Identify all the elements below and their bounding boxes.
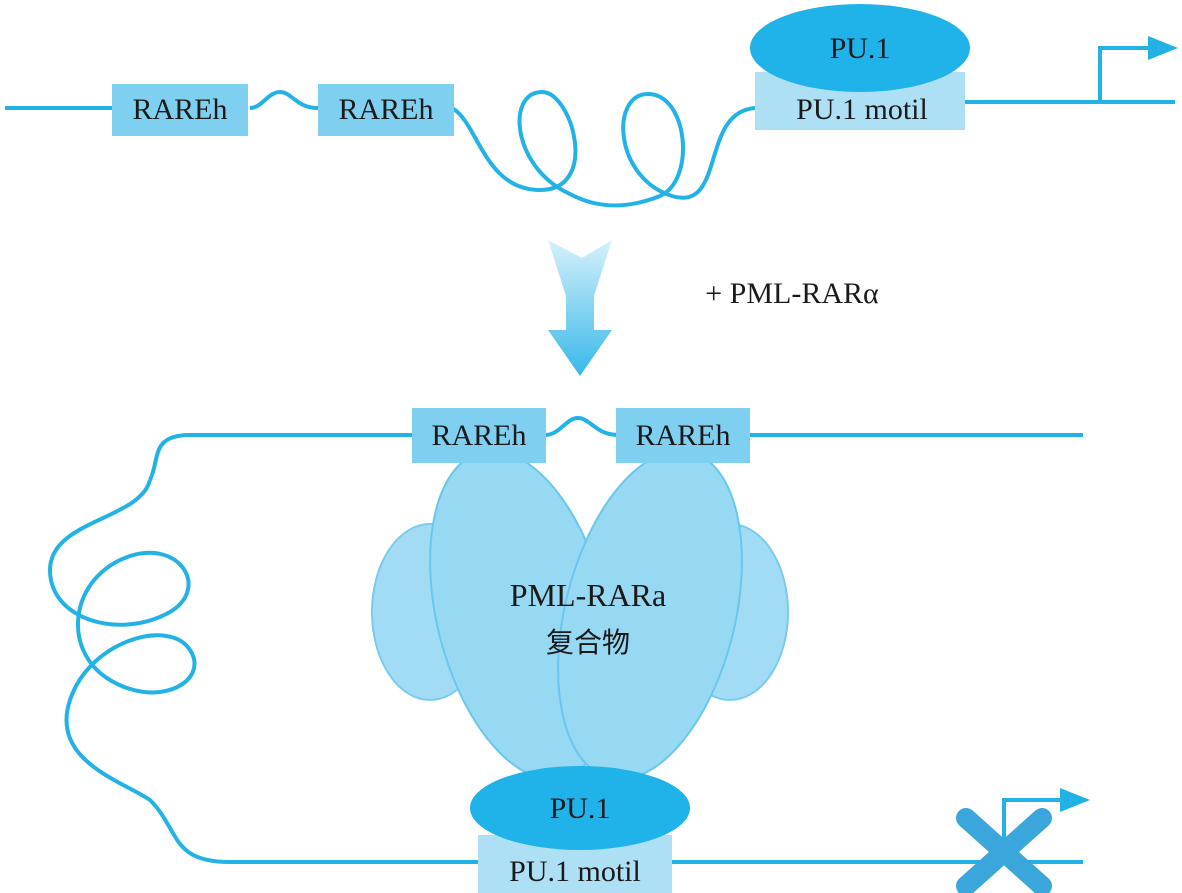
bottom-pu1-protein: PU.1 xyxy=(470,766,690,850)
top-dna-coil xyxy=(450,89,756,208)
top-dna-linker xyxy=(249,89,319,110)
bottom-pu1-label: PU.1 xyxy=(550,792,611,825)
bottom-pu1-motif-label: PU.1 motil xyxy=(509,855,641,888)
top-rareh-box-2: RAREh xyxy=(318,84,454,136)
top-rareh-box-1: RAREh xyxy=(112,84,248,136)
pml-rara-complex xyxy=(371,449,789,781)
transition-label: + PML-RARα xyxy=(705,277,879,310)
bottom-dna-coil xyxy=(47,479,478,864)
top-transcription-arrow xyxy=(1098,36,1178,102)
blocked-x-icon xyxy=(956,808,1052,893)
bottom-strand: RAREh RAREh PML-RARa 复合物 PU.1 motil PU.1 xyxy=(47,408,1090,893)
top-strand: RAREh RAREh PU.1 motil PU.1 xyxy=(5,4,1178,208)
bottom-rareh-box-2: RAREh xyxy=(616,408,750,463)
bottom-dna-linker xyxy=(544,415,619,437)
top-rareh-label-2: RAREh xyxy=(338,93,433,126)
bottom-rareh-label-2: RAREh xyxy=(635,419,730,452)
transition-arrow xyxy=(548,240,612,376)
complex-name-label: PML-RARa xyxy=(510,577,666,613)
complex-suffix-label: 复合物 xyxy=(546,626,630,659)
top-pu1-label: PU.1 xyxy=(830,32,891,65)
bottom-rareh-label-1: RAREh xyxy=(431,419,526,452)
top-pu1-motif-label: PU.1 motil xyxy=(796,93,928,126)
top-rareh-label-1: RAREh xyxy=(132,93,227,126)
bottom-dna-line-top-left xyxy=(148,433,412,481)
top-pu1-protein: PU.1 xyxy=(750,4,970,92)
bottom-rareh-box-1: RAREh xyxy=(412,408,546,463)
